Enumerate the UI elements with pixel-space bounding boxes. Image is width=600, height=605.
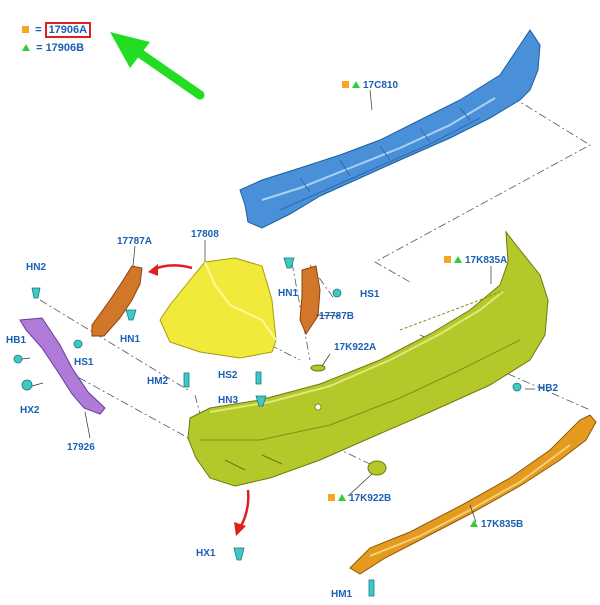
fastener-hn1-right xyxy=(283,257,295,269)
fastener-hm2 xyxy=(183,372,190,388)
pad-17k922a xyxy=(310,364,326,372)
triangle-marker-icon xyxy=(22,44,30,51)
red-arrowheads-icon xyxy=(148,264,246,536)
triangle-marker-icon xyxy=(454,256,462,263)
green-pointer-arrow-icon xyxy=(110,32,205,100)
part-label-17808: 17808 xyxy=(191,229,219,240)
fastener-label-hn1-right: HN1 xyxy=(278,288,299,299)
fastener-label-hb2: HB2 xyxy=(538,383,559,394)
fastener-label-hm1: HM1 xyxy=(331,589,353,600)
leader-lines xyxy=(21,89,535,523)
legend-equals: = xyxy=(35,24,42,36)
fastener-hs2 xyxy=(255,371,262,385)
fastener-hx2 xyxy=(21,379,33,391)
fastener-label-hb1: HB1 xyxy=(6,335,27,346)
assembly-line xyxy=(39,299,189,391)
fastener-hx1 xyxy=(233,547,245,561)
fastener-hn3 xyxy=(255,395,267,407)
fastener-hs1-left xyxy=(73,339,83,349)
fastener-label-hn3: HN3 xyxy=(218,395,239,406)
part-label-17k835b: 17K835B xyxy=(470,519,523,531)
fastener-hs1-right xyxy=(332,288,342,298)
square-marker-icon xyxy=(444,256,451,263)
fastener-hb2 xyxy=(512,382,522,392)
part-label-17k922a: 17K922A xyxy=(334,342,377,353)
fastener-label-hx2: HX2 xyxy=(20,405,40,416)
fastener-hm1 xyxy=(368,579,375,597)
legend-row-triangle: = 17906B xyxy=(22,42,84,55)
fastener-hn2 xyxy=(31,287,41,299)
fastener-label-hn1-left: HN1 xyxy=(120,334,141,345)
fastener-label-hn2: HN2 xyxy=(26,262,47,273)
triangle-marker-icon xyxy=(352,81,360,88)
legend-code-highlighted: 17906A xyxy=(44,22,92,38)
assembly-line xyxy=(319,439,373,466)
part-label-17926: 17926 xyxy=(67,442,95,453)
assembly-line xyxy=(269,344,301,361)
legend-row-square: = 17906A xyxy=(22,22,92,38)
lower-valance-17k835b xyxy=(349,414,597,575)
fastener-label-hm2: HM2 xyxy=(147,376,169,387)
part-label-17c810: 17C810 xyxy=(342,80,398,92)
bracket-17787a xyxy=(91,265,143,337)
fastener-label-hs1-right: HS1 xyxy=(360,289,380,300)
fastener-label-hs2: HS2 xyxy=(218,370,238,381)
assembly-line xyxy=(374,96,591,283)
triangle-marker-icon xyxy=(470,520,478,527)
part-label-17k922b: 17K922B xyxy=(328,493,391,505)
fasteners xyxy=(13,257,522,597)
triangle-marker-icon xyxy=(338,494,346,501)
square-marker-icon xyxy=(328,494,335,501)
fastener-label-hs1-left: HS1 xyxy=(74,357,94,368)
square-marker-icon xyxy=(22,26,29,33)
strip-17926 xyxy=(19,317,106,415)
fastener-hn1-left xyxy=(125,309,137,321)
part-label-17787b: 17787B xyxy=(319,311,355,322)
fastener-hb1 xyxy=(13,354,23,364)
part-label-17787a: 17787A xyxy=(117,236,153,247)
fastener-label-hx1: HX1 xyxy=(196,548,216,559)
legend-code: 17906B xyxy=(45,42,85,54)
part-label-17k835a: 17K835A xyxy=(444,255,507,267)
bumper-cover-17k835a xyxy=(187,230,549,487)
upper-reinforcement-17c810 xyxy=(239,29,541,229)
square-marker-icon xyxy=(342,81,349,88)
bracket-17787b xyxy=(299,265,321,336)
cap-17k922b xyxy=(367,460,387,476)
legend-equals: = xyxy=(36,42,43,54)
corner-cover-17808 xyxy=(159,257,277,359)
